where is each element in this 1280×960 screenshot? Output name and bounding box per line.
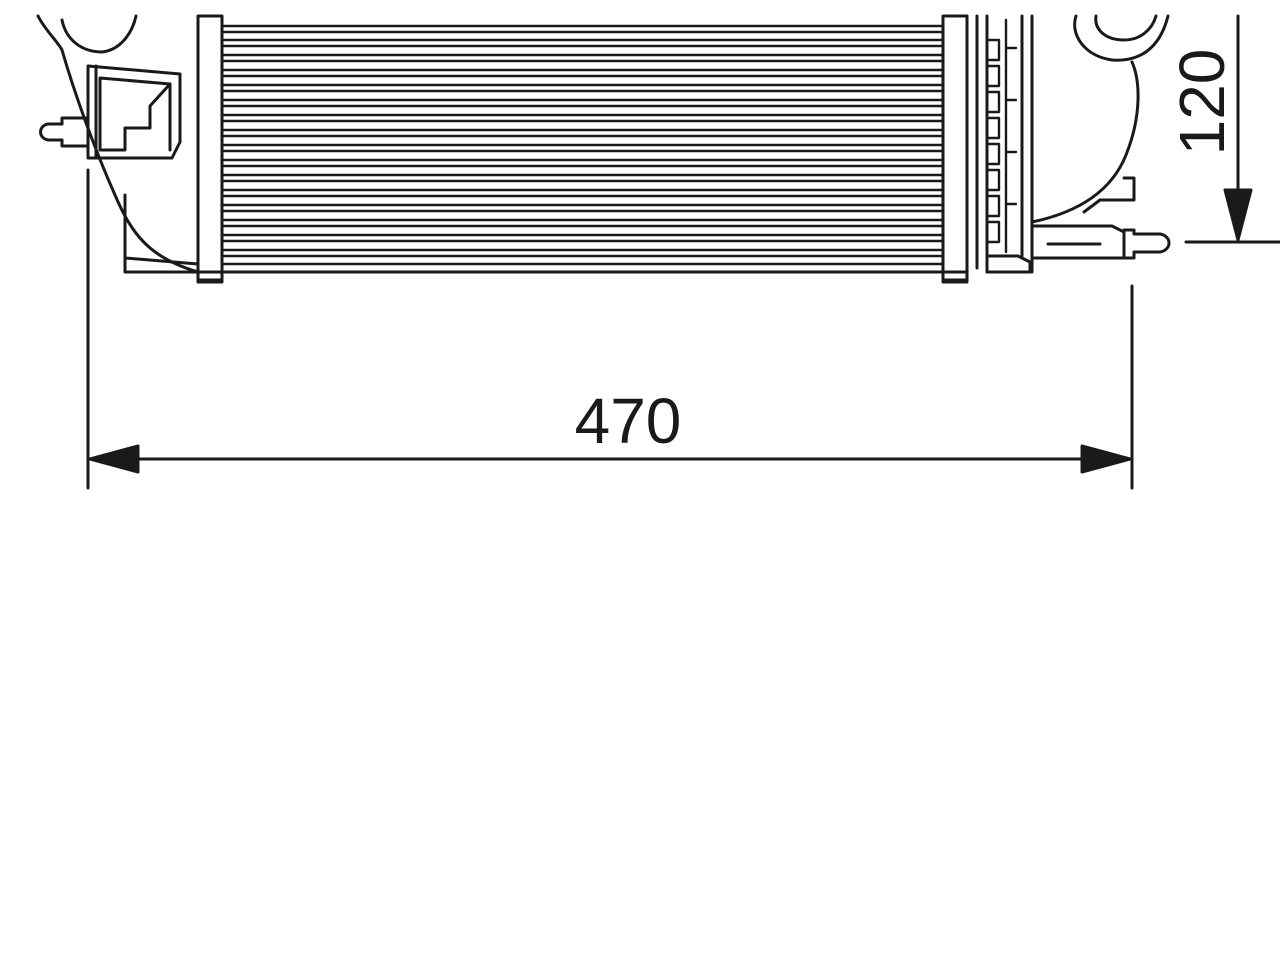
height-dimension	[1184, 14, 1280, 244]
width-arrow-left	[88, 444, 140, 474]
width-arrow-right	[1080, 444, 1132, 474]
right-end-tank	[1030, 14, 1170, 224]
height-dimension-label: 120	[1166, 49, 1238, 156]
left-mounting-pin	[39, 116, 90, 148]
core-fins	[220, 24, 945, 266]
height-arrow-bottom	[1223, 188, 1253, 242]
right-mounting-pin	[1030, 224, 1171, 260]
radiator-core	[196, 14, 969, 284]
right-plate-ribs	[985, 18, 1018, 254]
width-dimension	[86, 168, 1134, 490]
width-dimension-label: 470	[575, 385, 682, 457]
left-mounting-bracket	[86, 64, 182, 160]
